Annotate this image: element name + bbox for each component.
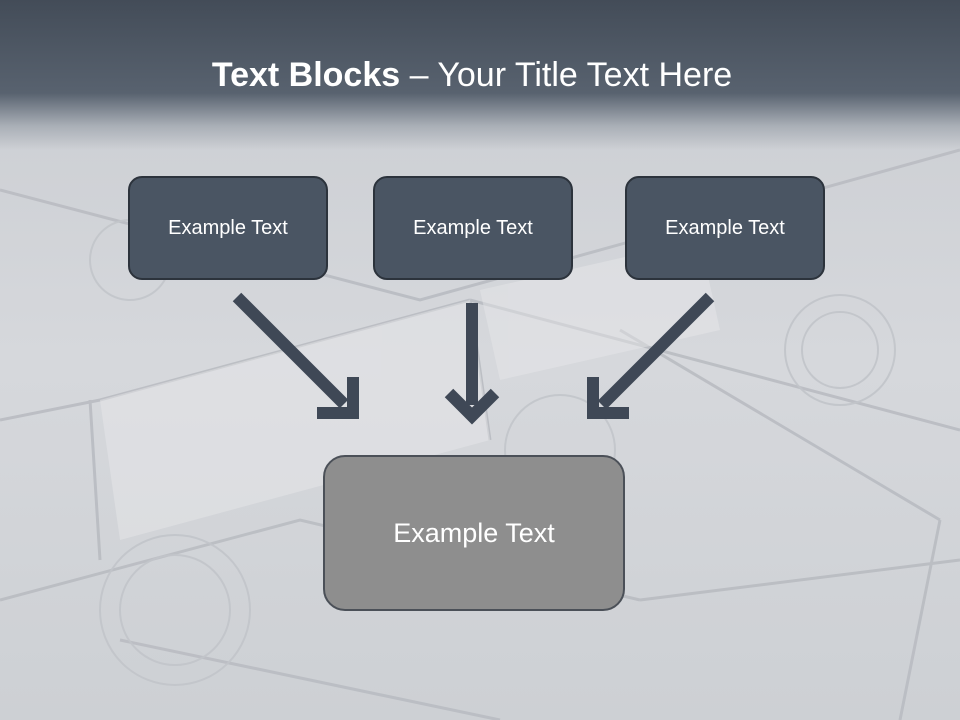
top-box-center: Example Text (373, 176, 573, 280)
arrow-left-to-bottom (232, 292, 359, 419)
title-band (0, 0, 960, 150)
top-box-left: Example Text (128, 176, 328, 280)
slide-title: Text Blocks – Your Title Text Here (0, 55, 944, 95)
title-bold-part: Text Blocks (211, 56, 401, 94)
top-box-right-label: Example Text (665, 216, 785, 239)
top-box-center-label: Example Text (413, 216, 533, 239)
top-box-left-label: Example Text (168, 216, 288, 239)
top-box-right: Example Text (625, 176, 825, 280)
bottom-box-label: Example Text (393, 517, 555, 548)
arrow-right-to-bottom (587, 292, 715, 419)
title-rest: Your Title Text Here (437, 56, 733, 94)
arrow-center-to-bottom (444, 303, 500, 425)
bottom-box: Example Text (323, 455, 625, 611)
title-dash: – (400, 56, 438, 94)
